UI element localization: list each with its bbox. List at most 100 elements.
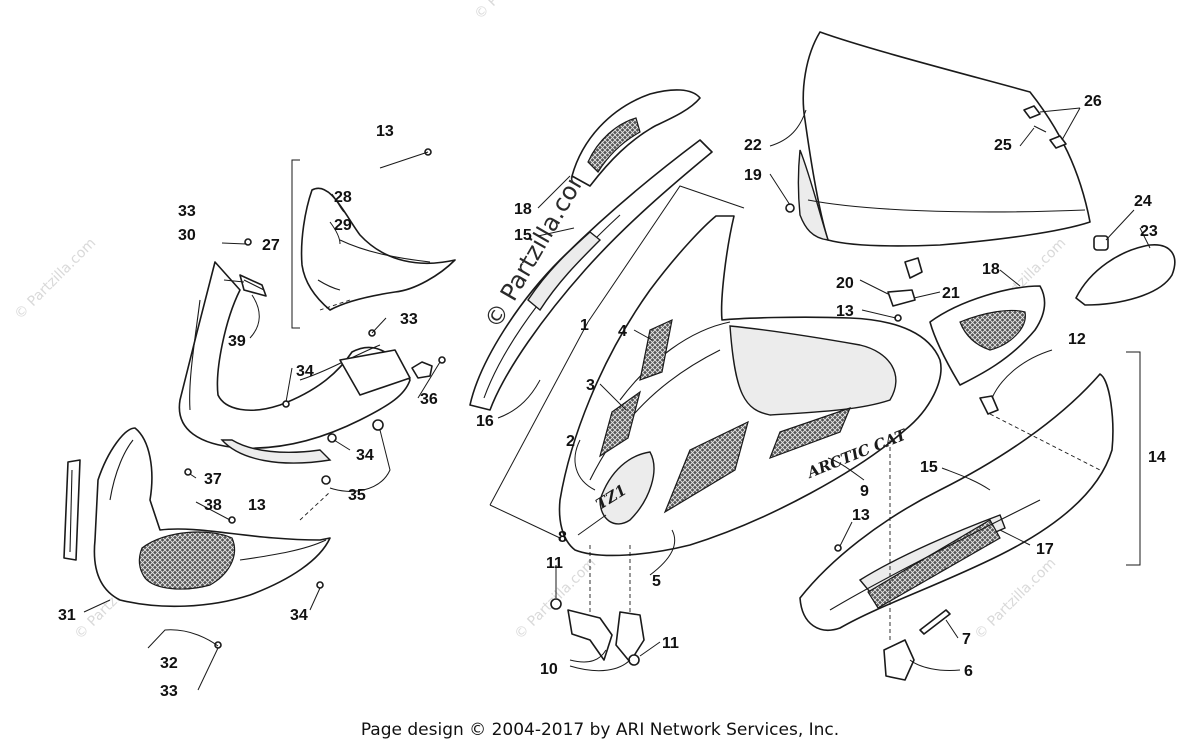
mirror-23 (1075, 244, 1176, 306)
callout-22: 22 (744, 137, 762, 154)
clip-12 (979, 395, 999, 415)
callout-20: 20 (836, 275, 854, 292)
bracket-1-top (587, 185, 745, 323)
hood-mesh-9 (663, 420, 749, 514)
callout-26: 26 (1084, 93, 1102, 110)
callout-34: 34 (296, 363, 314, 380)
leader-36 (417, 361, 441, 399)
leader-13 (861, 309, 897, 319)
bolt-7 (919, 609, 951, 635)
screw-13 (834, 544, 842, 552)
callout-18: 18 (514, 201, 532, 218)
callout-11: 11 (546, 555, 563, 572)
leader-7 (945, 619, 959, 639)
callout-6: 6 (964, 663, 973, 680)
callout-11: 11 (662, 635, 679, 652)
callout-21: 21 (942, 285, 960, 302)
callout-24: 24 (1134, 193, 1152, 210)
nut-11 (550, 598, 562, 610)
leader-31 (83, 599, 111, 613)
panel-edge-line (317, 279, 341, 291)
callout-25: 25 (994, 137, 1012, 154)
grille-edge (239, 539, 327, 561)
leader-22 (769, 109, 807, 147)
leader-34 (333, 439, 351, 451)
windshield-edge (797, 149, 830, 241)
bracket-27 (291, 159, 300, 329)
leader-9 (827, 457, 865, 481)
washer-35 (321, 475, 331, 485)
clip-36 (411, 361, 433, 379)
callout-13: 13 (836, 303, 854, 320)
leader-13 (839, 521, 853, 547)
leader-19 (769, 173, 791, 206)
leader-32 (147, 629, 219, 649)
leader-39 (249, 294, 260, 339)
callout-30: 30 (178, 227, 196, 244)
hood-windshield-recess (729, 325, 897, 416)
assembly-line (319, 299, 351, 311)
nose-shroud-30 (178, 261, 411, 450)
callout-4: 4 (618, 323, 627, 340)
callout-36: 36 (420, 391, 438, 408)
leader-15 (941, 467, 991, 491)
bracket-1-bottom (489, 504, 561, 539)
leader-15 (537, 227, 575, 237)
hood-mesh-9b (768, 407, 852, 460)
callout-9: 9 (860, 483, 869, 500)
leader-18 (537, 175, 571, 209)
hood-contour (589, 349, 721, 481)
side-rail-16 (469, 139, 713, 411)
leader-25 (1019, 127, 1035, 147)
callout-12: 12 (1068, 331, 1086, 348)
leader-30 (223, 279, 245, 283)
callout-35: 35 (348, 487, 366, 504)
rivet-34 (316, 581, 324, 589)
hood-contour (619, 321, 731, 401)
callout-33: 33 (400, 311, 418, 328)
screw-25 (1033, 125, 1047, 133)
hood-decal-8 (599, 451, 655, 525)
leader-33 (371, 317, 387, 334)
callout-19: 19 (744, 167, 762, 184)
callout-38: 38 (204, 497, 222, 514)
washer-35 (372, 419, 384, 431)
leader-33 (197, 647, 219, 691)
shroud-line (189, 299, 201, 411)
watermark-tile: © Partzilla.com (972, 555, 1060, 643)
leader-8 (577, 514, 607, 536)
shroud-lower-lip (220, 439, 332, 464)
mount-bracket-10 (567, 609, 613, 661)
callout-37: 37 (204, 471, 222, 488)
watermark-tile: © Partzilla.com (472, 0, 560, 23)
leader-3 (599, 383, 627, 411)
mirror-mount-24 (1093, 235, 1109, 251)
callout-5: 5 (652, 573, 661, 590)
rail-insert-15 (527, 231, 602, 312)
bracket-21 (887, 289, 916, 307)
bracket-1-side (489, 321, 589, 506)
leader-34 (309, 587, 321, 611)
leader-37 (189, 473, 197, 479)
screw-33 (244, 238, 252, 246)
leader-38 (195, 501, 231, 521)
callout-14: 14 (1148, 449, 1166, 466)
leader-34 (285, 367, 293, 403)
callout-33: 33 (178, 203, 196, 220)
screw-37 (184, 468, 192, 476)
callout-29: 29 (334, 217, 352, 234)
bracket-14 (1126, 351, 1141, 566)
callout-8: 8 (558, 529, 567, 546)
grille-edge (109, 439, 134, 501)
grille-mesh (138, 531, 236, 590)
nut-26 (1023, 105, 1041, 119)
callout-18: 18 (982, 261, 1000, 278)
vent-mesh-right (959, 309, 1026, 351)
callout-17: 17 (1036, 541, 1054, 558)
leader-18 (999, 269, 1021, 287)
side-strip-31 (63, 459, 81, 561)
hood-mesh-4 (639, 318, 673, 381)
leader-35 (329, 429, 391, 492)
leader-29 (329, 221, 341, 245)
